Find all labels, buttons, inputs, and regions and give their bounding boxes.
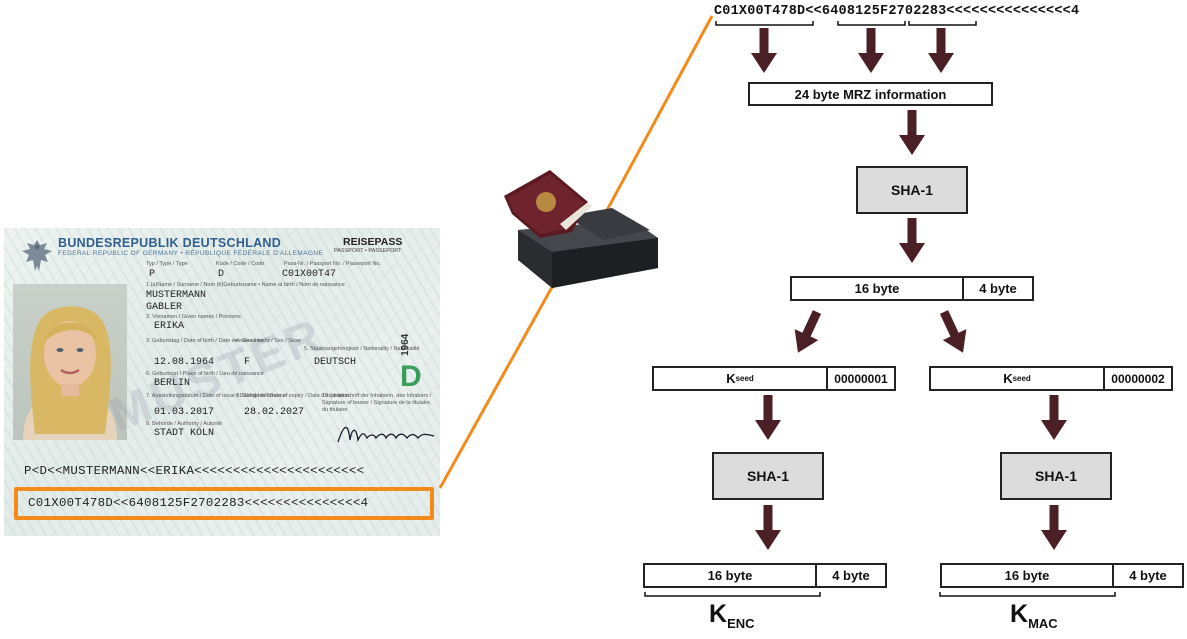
connector-line-upper [604, 15, 714, 213]
arrow-down [755, 505, 781, 550]
pob-value: BERLIN [154, 378, 191, 389]
federal-eagle-icon [22, 240, 52, 271]
mrz-line-2: C01X00T478D<<6408125F2702283<<<<<<<<<<<<… [28, 496, 369, 510]
surname-value: MUSTERMANN [146, 290, 207, 301]
type-label: Typ / Type / Type [146, 261, 188, 267]
passport-data-page: BUNDESREPUBLIK DEUTSCHLAND FEDERAL REPUB… [4, 228, 440, 536]
connector-line-lower [438, 261, 568, 489]
passport-no-value: C01X00T47 [282, 269, 337, 280]
kmac-4-byte: 4 byte [1129, 568, 1167, 583]
authority-label: 9. Behörde / Authority / Autorité [146, 421, 223, 427]
arrow-down [1041, 505, 1067, 550]
kenc-label: KENC [709, 600, 755, 631]
mrz-line-2-highlight: C01X00T478D<<6408125F2702283<<<<<<<<<<<<… [14, 487, 434, 520]
arrow-down-left [786, 306, 829, 359]
issue-label: 7. Ausstellungsdatum / Date of issue / D… [146, 393, 286, 399]
arrow-down [751, 28, 777, 73]
arrow-down [928, 28, 954, 73]
mrz-line-1: P<D<<MUSTERMANN<<ERIKA<<<<<<<<<<<<<<<<<<… [24, 464, 365, 478]
bracket-doc-number [715, 21, 814, 26]
dob-value: 12.08.1964 [154, 357, 215, 368]
kmac-16-byte: 16 byte [942, 565, 1114, 586]
holder-signature [337, 426, 435, 443]
holder-photo [13, 284, 127, 440]
arrow-down [899, 110, 925, 155]
nationality-label: 5. Staatsangehörigkeit / Nationality / N… [304, 346, 420, 352]
mrz-info-box: 24 byte MRZ information [748, 82, 993, 106]
country-name-sub: FEDERAL REPUBLIC OF GERMANY • RÉPUBLIQUE… [58, 250, 324, 257]
passport-no-label: Pass-Nr. / Passport No. / Passeport No. [284, 261, 381, 267]
sha1-box-top: SHA-1 [856, 166, 968, 214]
document-type-sub: PASSPORT • PASSEPORT [334, 248, 402, 254]
nationality-value: DEUTSCH [314, 357, 357, 368]
arrow-down [858, 28, 884, 73]
counter-enc: 00000001 [834, 371, 888, 386]
type-value: P [149, 269, 156, 280]
given-names-label: 2. Vornamen / Given names / Prénoms [146, 314, 241, 320]
pob-label: 6. Geburtsort / Place of birth / Lieu de… [146, 371, 264, 377]
name-label: 1.(a)Name / Surname / Nom (b)Geburtsname… [146, 282, 345, 288]
given-names-value: ERIKA [154, 321, 185, 332]
bracket-kenc [644, 592, 821, 597]
expiry-label: 8. Gültig bis / Date of expiry / Date d'… [236, 393, 350, 399]
country-d-mark: D [400, 360, 422, 393]
kenc-4-byte: 4 byte [832, 568, 870, 583]
sha1-box-left: SHA-1 [712, 452, 824, 500]
arrow-down [899, 218, 925, 263]
hash-16-byte: 16 byte [792, 278, 964, 299]
passport-booklet-icon [504, 170, 592, 238]
arrow-down [755, 395, 781, 440]
document-type: REISEPASS [343, 236, 403, 248]
birth-name-value: GABLER [146, 302, 183, 313]
counter-mac: 00000002 [1111, 371, 1165, 386]
authority-value: STADT KÖLN [154, 428, 215, 439]
country-name: BUNDESREPUBLIK DEUTSCHLAND [58, 236, 282, 250]
bracket-kmac [939, 592, 1116, 597]
hash-4-byte: 4 byte [979, 281, 1017, 296]
kenc-16-byte: 16 byte [645, 565, 817, 586]
bracket-birth-date [837, 21, 906, 26]
arrow-down [1041, 395, 1067, 440]
bracket-expiry-date [908, 21, 977, 26]
hash-output-box: 16 byte 4 byte [790, 276, 1034, 301]
kmac-output-box: 16 byte 4 byte [940, 563, 1184, 588]
sha1-box-right: SHA-1 [1000, 452, 1112, 500]
dob-label: 3. Geburtstag / Date of birth / Date de … [146, 338, 265, 344]
expiry-value: 28.02.2027 [244, 407, 305, 418]
issue-value: 01.03.2017 [154, 407, 215, 418]
signature-label: 10. Unterschrift der Inhaberin, des Inha… [322, 393, 432, 413]
passport-reader-image [504, 170, 658, 288]
kmac-label: KMAC [1010, 600, 1058, 631]
code-value: D [218, 269, 225, 280]
code-label: Kode / Code / Code [216, 261, 265, 267]
kenc-output-box: 16 byte 4 byte [643, 563, 887, 588]
sex-label: 4. Geschlecht / Sex / Sexe [236, 338, 301, 344]
mrz-source-line: C01X00T478D<<6408125F2702283<<<<<<<<<<<<… [714, 4, 1080, 19]
arrow-down-right [932, 306, 975, 359]
sex-value: F [244, 357, 251, 368]
